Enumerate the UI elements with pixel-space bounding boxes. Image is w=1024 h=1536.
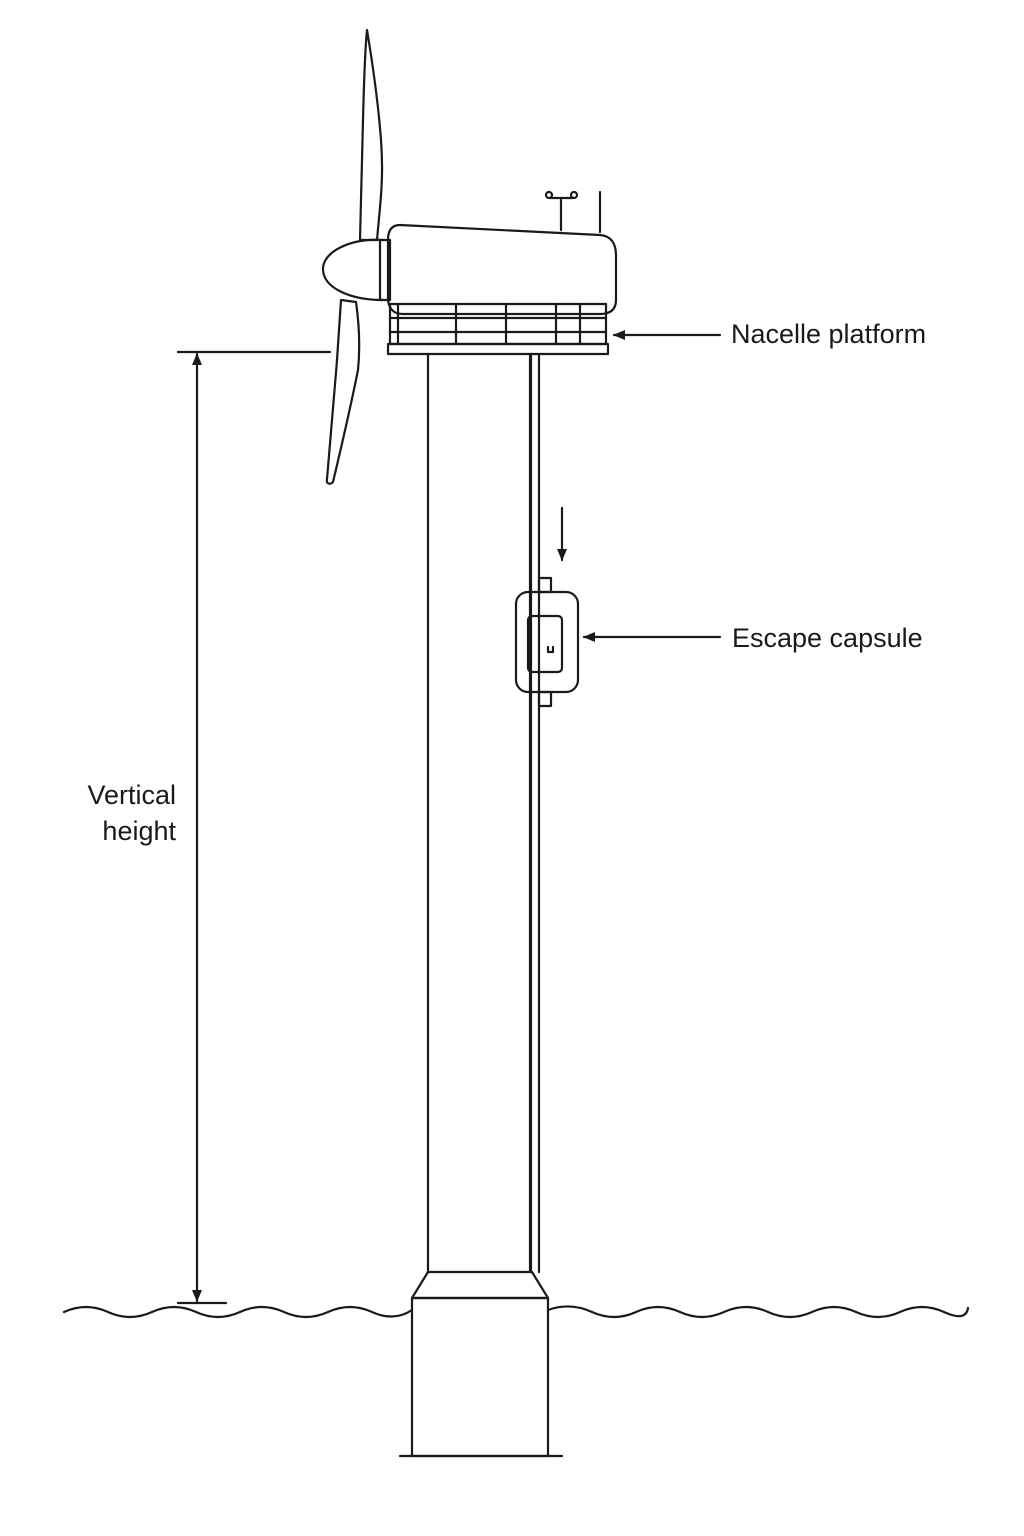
foundation bbox=[398, 1270, 564, 1458]
vertical-height-label-line1: Vertical bbox=[87, 780, 176, 810]
height-dimension bbox=[176, 350, 332, 1305]
vertical-height-label-line2: height bbox=[102, 816, 176, 846]
tower bbox=[426, 352, 532, 1274]
water-surface bbox=[62, 1305, 970, 1319]
escape-capsule bbox=[514, 576, 580, 708]
monopile bbox=[410, 1296, 550, 1458]
escape-capsule-label: Escape capsule bbox=[732, 623, 923, 653]
capsule-rail bbox=[529, 352, 541, 1274]
upper-blade bbox=[358, 28, 384, 242]
nacelle-platform bbox=[386, 302, 610, 356]
hub-flange bbox=[378, 238, 392, 302]
nacelle-body bbox=[386, 223, 618, 316]
hub-nose-cone bbox=[321, 238, 385, 302]
capsule-handle-icon bbox=[546, 645, 555, 654]
nacelle-platform-label: Nacelle platform bbox=[731, 319, 927, 349]
vertical-height-label: Vertical height bbox=[60, 777, 176, 849]
anemometer-icon bbox=[544, 190, 602, 234]
lower-blade bbox=[325, 298, 361, 485]
rotor-blades bbox=[325, 28, 384, 485]
capsule-window bbox=[526, 614, 564, 674]
transition-piece bbox=[410, 1270, 550, 1300]
